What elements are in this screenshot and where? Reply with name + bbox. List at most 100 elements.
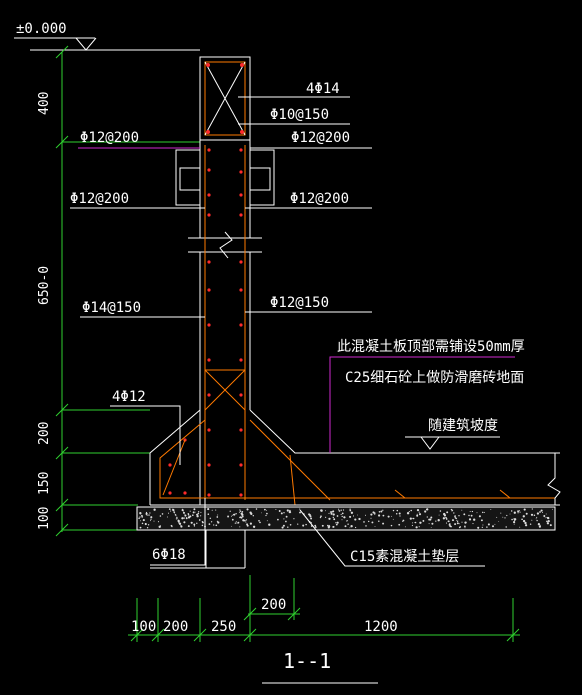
speckle [430, 516, 433, 519]
speckle [196, 515, 199, 518]
label-right-upper: Φ12@200 [291, 130, 350, 146]
speckle [445, 518, 448, 520]
speckle [265, 514, 267, 517]
speckle [231, 525, 232, 527]
speckle [330, 512, 333, 515]
label-left-upper: Φ12@200 [80, 130, 139, 146]
dim-250-h: 250 [211, 619, 236, 635]
speckle [496, 516, 498, 518]
speckle [418, 513, 422, 516]
speckle [189, 510, 191, 512]
label-right-middle: Φ12@200 [290, 191, 349, 207]
speckle [217, 514, 219, 516]
speckle [483, 511, 485, 513]
speckle [425, 508, 428, 511]
speckle [259, 521, 261, 524]
speckle [443, 514, 447, 517]
speckle [505, 526, 507, 528]
speckle [170, 510, 172, 512]
speckle [341, 519, 343, 521]
label-corner-bars: 4Φ12 [112, 389, 146, 405]
speckle [510, 510, 513, 512]
speckle [522, 515, 525, 518]
speckle [158, 525, 161, 528]
speckle [367, 520, 370, 523]
speckle [336, 521, 339, 524]
speckle [352, 515, 355, 517]
speckle [380, 510, 383, 513]
speckle [157, 521, 160, 523]
speckle [430, 527, 432, 528]
speckle [412, 517, 415, 520]
speckle [239, 509, 241, 511]
speckle [539, 524, 541, 526]
speckle [227, 515, 230, 518]
speckle [193, 525, 195, 527]
speckle [175, 518, 177, 520]
speckle [201, 524, 204, 527]
speckle [551, 508, 553, 510]
speckle [192, 514, 194, 516]
speckle [341, 515, 343, 518]
note-cushion: C15素混凝土垫层 [350, 549, 459, 565]
speckle [514, 518, 517, 521]
elevation-label: ±0.000 [16, 21, 67, 37]
speckle [302, 524, 305, 527]
speckle [539, 525, 541, 527]
speckle [392, 509, 395, 512]
speckle [546, 522, 550, 525]
speckle [363, 521, 365, 523]
speckle [378, 520, 380, 522]
speckle [241, 511, 244, 513]
speckle [418, 526, 420, 528]
dim-200: 200 [37, 422, 52, 445]
speckle [166, 516, 168, 518]
speckle [149, 512, 151, 514]
speckle [456, 519, 458, 521]
speckle [529, 523, 532, 525]
speckle [168, 508, 171, 510]
speckle [454, 523, 457, 526]
cushion-layer [136, 506, 556, 531]
speckle [424, 510, 427, 513]
elevation-marker: ±0.000 [14, 21, 200, 51]
speckle [216, 516, 219, 518]
speckle [287, 526, 289, 528]
speckle [144, 523, 147, 526]
speckle [470, 514, 473, 517]
speckle [451, 519, 455, 522]
speckle [468, 514, 470, 517]
speckle [460, 526, 461, 527]
speckle [398, 512, 401, 515]
speckle [201, 521, 204, 523]
speckle [411, 524, 413, 527]
speckle [328, 525, 331, 528]
speckle [321, 524, 324, 527]
speckle [142, 519, 145, 522]
speckle [193, 508, 196, 511]
speckle [445, 516, 447, 519]
speckle [293, 518, 295, 520]
speckle [513, 521, 516, 524]
speckle [517, 512, 519, 514]
speckle [382, 522, 385, 525]
horizontal-dimension-chain: 100 200 250 1200 200 [128, 575, 520, 642]
speckle [349, 515, 352, 518]
speckle [374, 525, 376, 527]
speckle [299, 508, 301, 510]
speckle [486, 526, 488, 528]
speckle [382, 514, 385, 517]
speckle [140, 520, 141, 522]
speckle [350, 525, 353, 528]
speckle [288, 510, 292, 514]
speckle [213, 524, 215, 526]
speckle [149, 520, 152, 522]
speckle [176, 517, 178, 519]
speckle [309, 515, 312, 518]
speckle [416, 514, 419, 517]
speckle [461, 521, 463, 523]
speckle [216, 520, 219, 522]
speckle [481, 526, 483, 529]
speckle [319, 516, 322, 519]
speckle [399, 515, 401, 517]
